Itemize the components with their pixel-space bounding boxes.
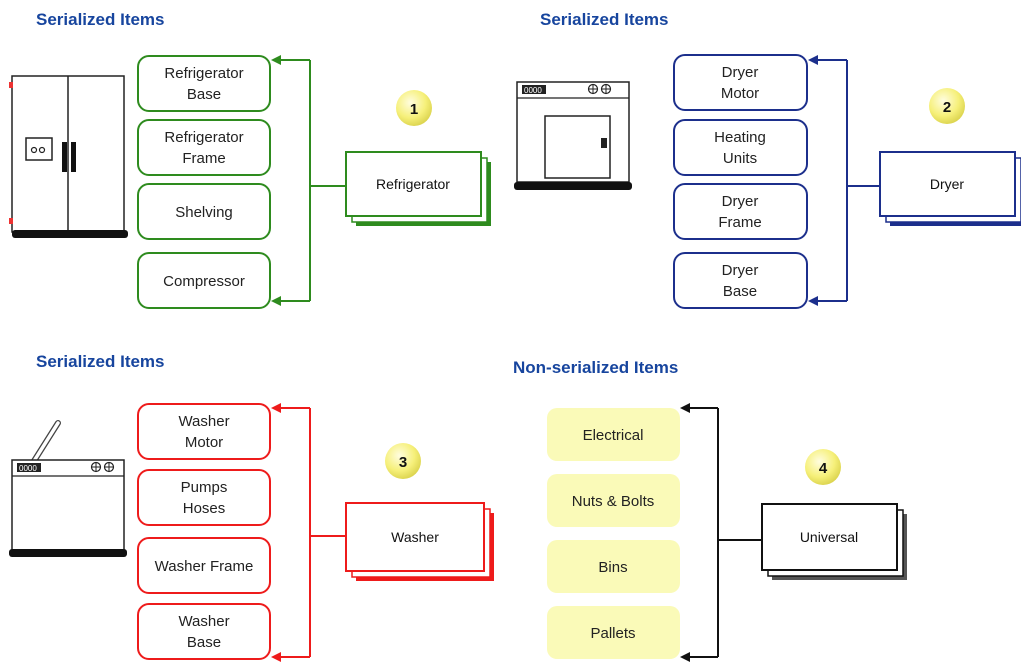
item-pumps-hoses[interactable]: Pumps Hoses <box>137 469 271 526</box>
item-label: Nuts & Bolts <box>572 493 655 510</box>
item-label-line2: Hoses <box>183 500 226 517</box>
item-label: Electrical <box>583 427 644 444</box>
item-label: Shelving <box>175 204 233 221</box>
main-box-dryer[interactable]: Dryer <box>879 151 1021 226</box>
item-label-line1: Refrigerator <box>164 129 243 146</box>
item-label-line1: Heating <box>714 129 766 146</box>
main-box-washer[interactable]: Washer <box>345 502 494 581</box>
step-badge-1: 1 <box>396 90 432 126</box>
section-title-universal: Non-serialized Items <box>513 358 678 377</box>
badge-number: 1 <box>410 101 418 118</box>
item-compressor[interactable]: Compressor <box>137 252 271 309</box>
item-nuts-bolts[interactable]: Nuts & Bolts <box>547 474 680 527</box>
item-label-line1: Pumps <box>181 479 228 496</box>
item-bins[interactable]: Bins <box>547 540 680 593</box>
badge-number: 4 <box>819 460 828 477</box>
item-label: Compressor <box>163 273 245 290</box>
section-title-washer: Serialized Items <box>36 352 165 371</box>
section-title-refrigerator: Serialized Items <box>36 10 165 29</box>
item-shelving[interactable]: Shelving <box>137 183 271 240</box>
item-label-line1: Dryer <box>722 193 759 210</box>
dryer-group: Dryer Motor Heating Units Dryer Frame Dr… <box>673 54 1021 309</box>
item-label: Washer Frame <box>155 558 254 575</box>
main-label: Refrigerator <box>376 176 450 192</box>
item-label-line1: Refrigerator <box>164 65 243 82</box>
washer-group: Washer Motor Pumps Hoses Washer Frame Wa… <box>137 403 494 662</box>
item-washer-frame[interactable]: Washer Frame <box>137 537 271 594</box>
item-pallets[interactable]: Pallets <box>547 606 680 659</box>
svg-text:0000: 0000 <box>19 464 37 473</box>
item-dryer-frame[interactable]: Dryer Frame <box>673 183 808 240</box>
item-label-line1: Washer <box>178 413 229 430</box>
item-label-line2: Frame <box>182 150 225 167</box>
item-label: Pallets <box>590 625 635 642</box>
item-dryer-motor[interactable]: Dryer Motor <box>673 54 808 111</box>
step-badge-3: 3 <box>385 443 421 479</box>
item-label-line2: Base <box>187 634 221 651</box>
step-badge-2: 2 <box>929 88 965 124</box>
item-label: Bins <box>598 559 627 576</box>
item-label-line2: Motor <box>721 85 759 102</box>
item-label-line2: Base <box>187 86 221 103</box>
item-label-line2: Frame <box>718 214 761 231</box>
item-washer-motor[interactable]: Washer Motor <box>137 403 271 460</box>
refrigerator-group: Refrigerator Base Refrigerator Frame She… <box>137 55 491 309</box>
dryer-icon: 0000 <box>514 81 632 190</box>
main-label: Washer <box>391 529 439 545</box>
item-label-line1: Dryer <box>722 64 759 81</box>
item-dryer-base[interactable]: Dryer Base <box>673 252 808 309</box>
item-electrical[interactable]: Electrical <box>547 408 680 461</box>
main-box-refrigerator[interactable]: Refrigerator <box>345 151 491 226</box>
washer-icon: 0000 <box>9 420 127 557</box>
item-washer-base[interactable]: Washer Base <box>137 603 271 660</box>
item-label-line2: Base <box>723 283 757 300</box>
section-title-dryer: Serialized Items <box>540 10 669 29</box>
main-label: Universal <box>800 529 858 545</box>
step-badge-4: 4 <box>805 449 841 485</box>
refrigerator-icon <box>9 75 128 238</box>
item-label-line2: Motor <box>185 434 223 451</box>
item-label-line1: Dryer <box>722 262 759 279</box>
item-label-line1: Washer <box>178 613 229 630</box>
item-heating-units[interactable]: Heating Units <box>673 119 808 176</box>
badge-number: 3 <box>399 454 407 471</box>
item-refrigerator-base[interactable]: Refrigerator Base <box>137 55 271 112</box>
svg-text:0000: 0000 <box>524 86 542 95</box>
item-label-line2: Units <box>723 150 757 167</box>
main-box-universal[interactable]: Universal <box>761 503 907 580</box>
item-refrigerator-frame[interactable]: Refrigerator Frame <box>137 119 271 176</box>
main-label: Dryer <box>930 176 965 192</box>
badge-number: 2 <box>943 99 951 116</box>
universal-group: Electrical Nuts & Bolts Bins Pallets Uni… <box>547 403 907 662</box>
